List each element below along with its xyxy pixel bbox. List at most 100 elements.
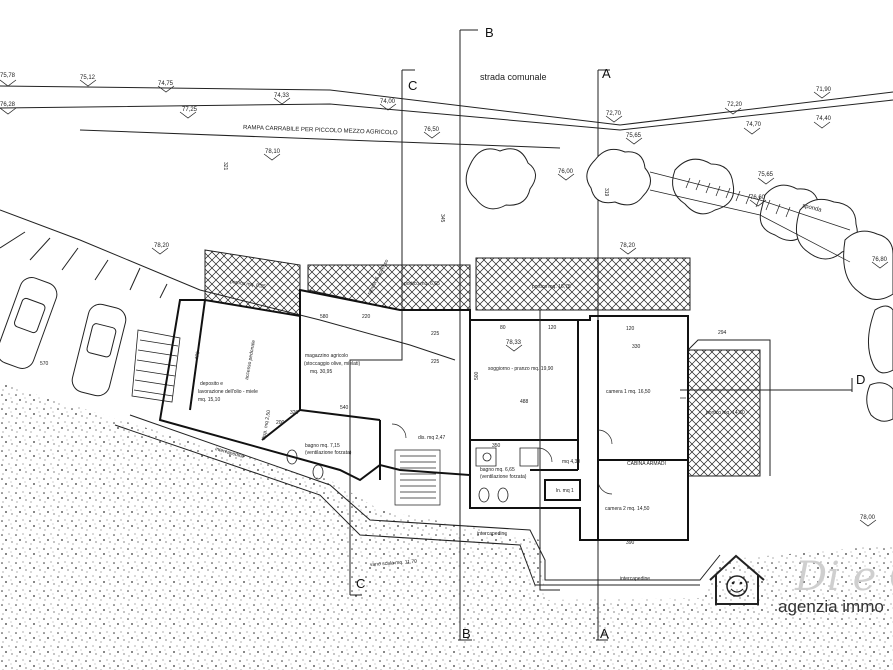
room-label-dis: dis. mq 2,47 <box>418 435 445 441</box>
room-label-portico-3: portico mq. 16,75 <box>532 284 571 290</box>
room-label-bagno-1: bagno mq. 7,15 <box>305 443 340 449</box>
room-label-vano-scala: vano scala mq. 11,70 <box>370 559 418 568</box>
room-label-camera-1: camera 1 mq. 16,50 <box>606 389 651 395</box>
interior-stairs <box>394 449 441 506</box>
dimension-label: 470 <box>194 351 201 360</box>
elevation-label: 74,70 <box>746 122 762 128</box>
dimension-label: 80 <box>500 325 506 331</box>
dimension-label: 488 <box>520 399 529 405</box>
house-smile-icon <box>709 554 765 605</box>
elevation-label: 74,00 <box>380 99 396 105</box>
portico-hatches <box>204 249 771 477</box>
room-label-bagno-2: (ventilazione forzata) <box>480 474 527 480</box>
room-label-deposito: lavorazione dell'olio - miele <box>198 389 258 395</box>
dimension-label: 321 <box>222 162 228 171</box>
dimension-label: 225 <box>431 331 440 337</box>
room-label-magazzino: mq. 30,95 <box>310 369 332 375</box>
dimension-label: 220 <box>362 314 371 320</box>
section-c-top: C <box>408 78 417 93</box>
slope-hatch <box>649 171 851 263</box>
room-label-bagno-2: bagno mq. 6,65 <box>480 467 515 473</box>
section-b-bottom: B <box>462 626 471 641</box>
retaining-walls <box>114 310 721 591</box>
elevation-label: 78,00 <box>860 515 876 521</box>
dimension-label: 320 <box>290 410 299 416</box>
room-label-magazzino: (stoccaggio olive, mielati) <box>304 361 360 367</box>
elevation-label: 75,65 <box>758 172 774 178</box>
dimension-label: 330 <box>632 344 641 350</box>
elevation-label: 78,20 <box>620 243 636 249</box>
room-label-small: ln. mq 1 <box>556 488 574 494</box>
dimension-label: 200 <box>276 420 285 426</box>
room-label-wc: disp. mq 2,50 <box>261 410 272 441</box>
dimension-label: 540 <box>340 405 349 411</box>
dimension-label: 120 <box>548 325 557 331</box>
street-label: strada comunale <box>480 72 547 82</box>
dimension-label: 225 <box>431 359 440 365</box>
ramp-label: RAMPA CARRABILE PER PICCOLO MEZZO AGRICO… <box>243 125 398 136</box>
elevation-label: 78,10 <box>265 149 281 155</box>
dimension-label: 294 <box>718 330 727 336</box>
logo-script: Di e G <box>794 554 893 600</box>
gap-label-3: intercapedine <box>620 576 650 582</box>
dimension-label: 500 <box>474 371 480 380</box>
elevation-label: 76,28 <box>0 102 16 108</box>
section-d-right: D <box>856 372 865 387</box>
section-line-b <box>458 29 478 641</box>
dimension-label: 345 <box>439 214 445 223</box>
agency-logo: Di e G agenzia immo <box>709 554 893 616</box>
elevation-labels: 75,78 75,12 74,75 74,33 74,00 76,28 77,2… <box>0 73 888 521</box>
elevation-label: 76,00 <box>558 169 574 175</box>
room-label-magazzino: magazzino agricolo <box>305 353 348 359</box>
elevation-label: 75,78 <box>0 73 16 79</box>
gap-label-2: intercapedine <box>477 531 507 537</box>
elevation-label: 75,65 <box>626 133 642 139</box>
bathroom-fixtures <box>286 447 539 503</box>
room-label-deposito: mq. 15,10 <box>198 397 220 403</box>
dimension-label: 350 <box>492 443 501 449</box>
doors <box>391 397 686 495</box>
dimension-label: 570 <box>40 361 49 367</box>
trees <box>465 148 893 422</box>
room-label-mq430: mq 4,30 <box>562 459 580 465</box>
elevation-label: 75,12 <box>80 75 96 81</box>
elevation-markers <box>0 79 889 527</box>
ground-hatch <box>0 383 893 670</box>
elevation-label: 77,25 <box>182 107 198 113</box>
elevation-label: 74,33 <box>274 93 290 99</box>
room-label-portico-4: portico mq. 14,30 <box>706 410 745 416</box>
room-label-bagno-1: (ventilazione forzata) <box>305 450 352 456</box>
room-labels: portico mq. 8,25 portico mq. 6,65 portic… <box>198 258 745 568</box>
room-label-cabina: CABINA ARMADI <box>627 461 666 467</box>
dimension-label: 580 <box>320 314 329 320</box>
elevation-label: 74,40 <box>816 116 832 122</box>
external-stairs <box>131 329 181 403</box>
section-a-top: A <box>602 66 611 81</box>
parking-area <box>0 231 168 397</box>
section-c-bottom: C <box>356 576 365 591</box>
elevation-label: 78,33 <box>506 340 522 346</box>
elevation-label: 71,90 <box>816 87 832 93</box>
room-label-accesso: accesso pedonale <box>244 339 257 380</box>
elevation-label: 76,50 <box>424 127 440 133</box>
room-label-portico-1: portico mq. 8,25 <box>230 279 267 290</box>
room-label-deposito: deposito e <box>200 381 223 387</box>
elevation-label: 74,75 <box>158 81 174 87</box>
section-a-bottom: A <box>600 626 609 641</box>
elevation-label: 72,20 <box>727 102 743 108</box>
elevation-label: 72,70 <box>606 111 622 117</box>
dimension-label: 120 <box>626 326 635 332</box>
dimension-label: 319 <box>603 188 609 197</box>
room-label-soggiorno: soggiorno - pranzo mq. 19,90 <box>488 366 554 372</box>
logo-subtitle: agenzia immo <box>778 597 884 616</box>
elevation-label: 76,60 <box>750 195 766 201</box>
dimension-labels: 220 225 225 120 80 488 330 350 390 294 1… <box>40 162 727 546</box>
building-walls <box>158 288 689 541</box>
room-label-camera-2: camera 2 mq. 14,50 <box>605 506 650 512</box>
elevation-label: 76,80 <box>872 257 888 263</box>
section-b-top: B <box>485 25 494 40</box>
slope-label: sponda <box>802 203 823 214</box>
elevation-label: 78,20 <box>154 243 170 249</box>
section-line-c <box>349 69 415 596</box>
